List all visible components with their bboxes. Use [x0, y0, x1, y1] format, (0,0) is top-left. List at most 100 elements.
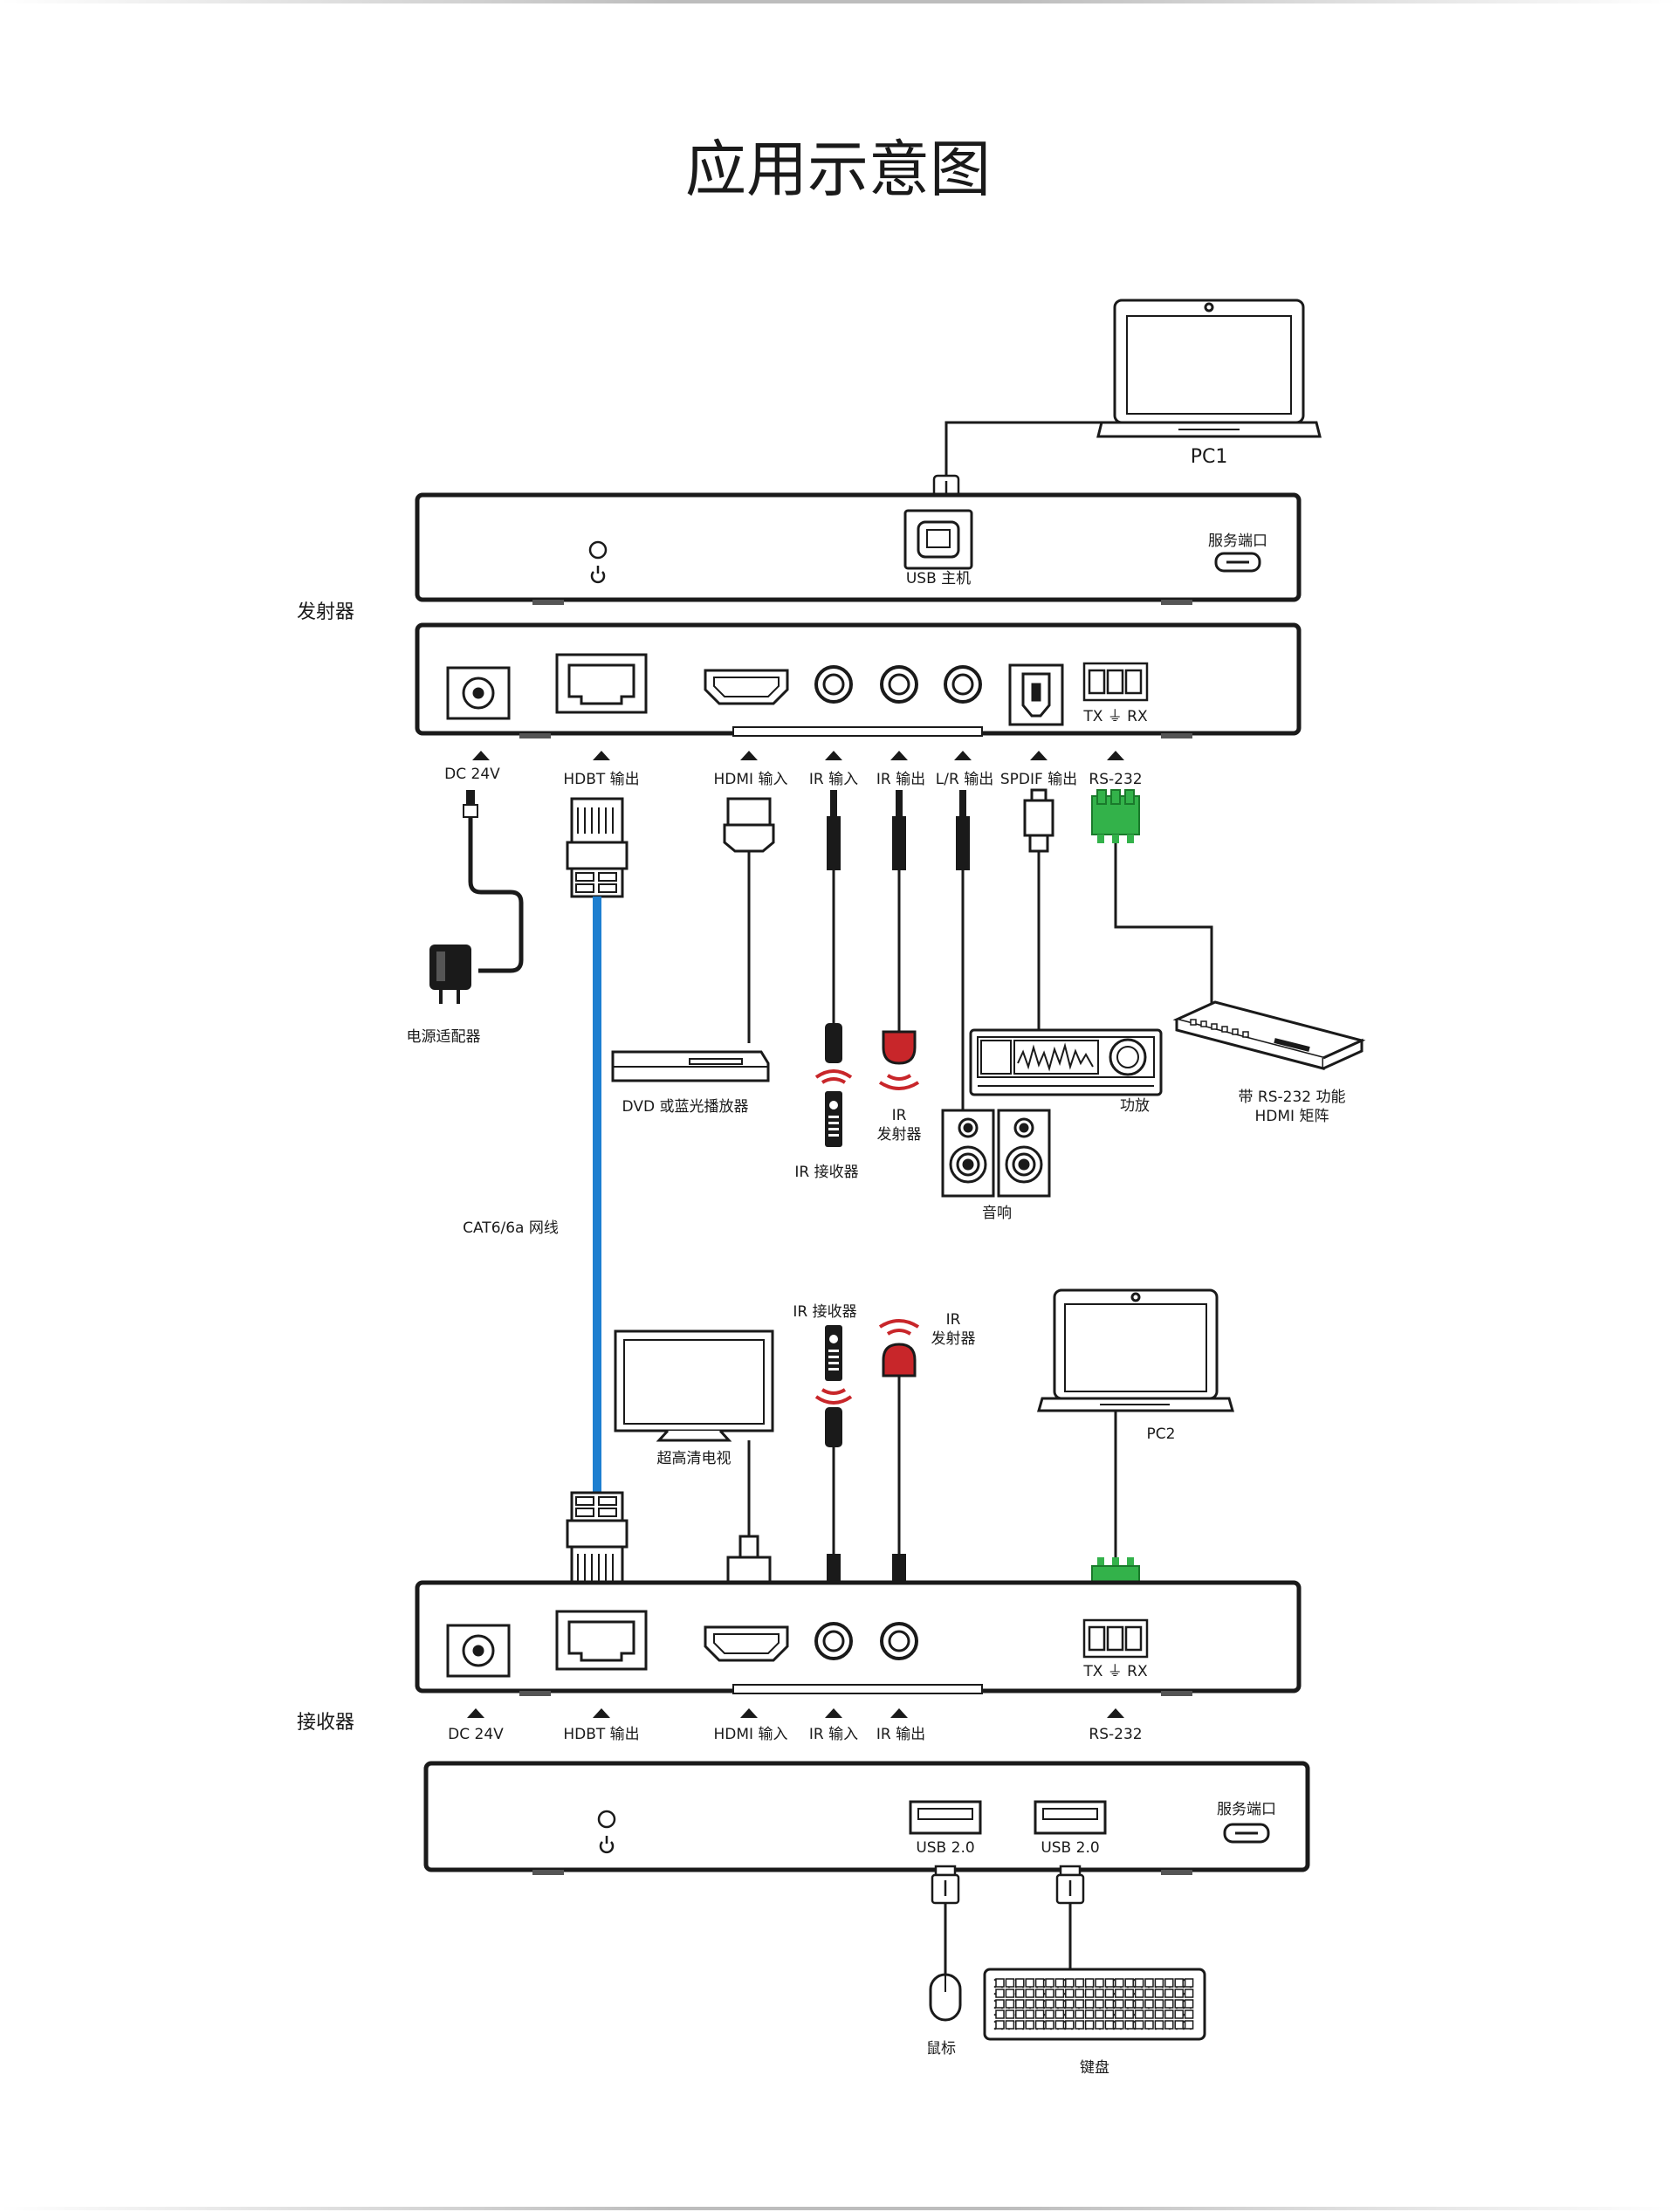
rx-ir-receiver-label: IR 接收器 [793, 1303, 856, 1321]
usb-a-port-1[interactable] [909, 1800, 982, 1835]
keyboard-key [1005, 1989, 1015, 1998]
transmitter-service-port-icon[interactable] [1214, 552, 1261, 573]
mouse-icon [929, 1973, 962, 2022]
keyboard-key [995, 1978, 1005, 1988]
bottom-divider [0, 2207, 1676, 2210]
usb-host-label: USB 主机 [906, 570, 971, 587]
pc2-laptop [1037, 1288, 1234, 1412]
matrix-label-1: 带 RS-232 功能 [1239, 1089, 1346, 1106]
transmitter-service-port-label: 服务端口 [1208, 532, 1267, 550]
keyboard-key [1045, 1989, 1054, 1998]
keyboard-key [1015, 1999, 1025, 2009]
rx-dc-jack[interactable] [446, 1624, 511, 1678]
keyboard-key [1084, 1999, 1095, 2009]
keyboard-key [1025, 1999, 1034, 2009]
tx-hdmi-plug [723, 797, 775, 853]
rx-rs232-terminal[interactable] [1082, 1618, 1149, 1659]
tx-rs232-terminal[interactable] [1082, 662, 1149, 702]
tx-ir-out-jack[interactable] [880, 665, 918, 704]
tx-dc-jack[interactable] [446, 666, 511, 720]
keyboard-key [1134, 2009, 1144, 2019]
tx-spdif-plug [1023, 788, 1054, 853]
keyboard-key [1015, 2009, 1025, 2019]
tx-port-label-hdbt: HDBT 输出 [563, 771, 639, 788]
tv-icon [614, 1329, 774, 1442]
keyboard-key [1015, 1978, 1025, 1988]
receiver-rear-panel [415, 1580, 1302, 1696]
keyboard-key [1144, 1999, 1154, 2009]
rx-ir-receiver-head [825, 1407, 842, 1447]
keyboard-key [995, 2020, 1005, 2030]
hdmi-matrix-icon [1172, 1000, 1366, 1070]
tx-rs232-pins-label: TX ⏚ RX [1082, 708, 1148, 725]
keyboard-key [1075, 2020, 1084, 2030]
power-button-icon[interactable] [588, 540, 608, 584]
keyboard-key [1144, 1978, 1154, 1988]
keyboard-key [1154, 1989, 1164, 1998]
tx-ir-emitter-signal-icon [878, 1074, 920, 1090]
keyboard-key [1034, 2020, 1045, 2030]
keyboard-key [1144, 2020, 1154, 2030]
keyboard-key [1054, 1989, 1065, 1998]
rx-ir-remote-icon [825, 1325, 842, 1381]
amplifier-label: 功放 [1120, 1097, 1150, 1115]
keyboard-key [995, 2009, 1005, 2019]
keyboard-key [1084, 2009, 1095, 2019]
keyboard-key [1075, 1999, 1084, 2009]
pc1-laptop [1096, 299, 1322, 438]
rx-hdmi-port[interactable] [704, 1625, 789, 1662]
power-adapter-label: 电源适配器 [407, 1028, 481, 1046]
rx-ir-out-jack[interactable] [880, 1622, 918, 1660]
keyboard-key [1104, 2020, 1115, 2030]
keyboard-usb-plug [1055, 1865, 1085, 1905]
page-title: 应用示意图 [685, 134, 991, 205]
transmitter-rear-panel [415, 622, 1302, 738]
tx-lr-out-jack[interactable] [944, 665, 982, 704]
keyboard-key [1124, 1978, 1134, 1988]
rx-ir-in-jack[interactable] [814, 1622, 853, 1660]
tx-ir-in-jack[interactable] [814, 665, 853, 704]
keyboard-key [1005, 1999, 1015, 2009]
keyboard-key [1045, 1978, 1054, 1988]
keyboard-key [1184, 2009, 1194, 2019]
tx-spdif-port[interactable] [1008, 663, 1064, 726]
keyboard-key [1005, 2009, 1015, 2019]
keyboard-key [1164, 1989, 1174, 1998]
pc1-usb-cable [944, 421, 1102, 476]
tx-hdmi-port[interactable] [704, 669, 789, 705]
tx-ir-emitter-label-2: 发射器 [877, 1126, 922, 1144]
tx-ir-remote-icon [825, 1091, 842, 1147]
tx-port-label-hdmi: HDMI 输入 [714, 771, 788, 788]
transmitter-front-panel [415, 492, 1302, 605]
usb-a-port-2[interactable] [1034, 1800, 1107, 1835]
keyboard-key [1104, 1989, 1115, 1998]
dvd-label: DVD 或蓝光播放器 [622, 1098, 749, 1116]
tx-rs232-cable [1114, 843, 1213, 1013]
rx-service-port-label: 服务端口 [1217, 1801, 1276, 1818]
keyboard-key [1065, 1999, 1075, 2009]
rx-power-button-icon[interactable] [597, 1810, 616, 1854]
keyboard-key [1034, 1989, 1045, 1998]
power-cable [468, 817, 524, 973]
tx-hdbt-rj45-port[interactable] [555, 653, 648, 714]
keyboard-key [1124, 2009, 1134, 2019]
keyboard-key [1034, 1999, 1045, 2009]
keyboard-key [1075, 1978, 1084, 1988]
keyboard-key [1124, 1999, 1134, 2009]
keyboard-key [1174, 1999, 1184, 2009]
usb-b-port[interactable] [903, 509, 973, 570]
keyboard-key [1124, 1989, 1134, 1998]
keyboard-key [1115, 1999, 1124, 2009]
matrix-label-2: HDMI 矩阵 [1255, 1108, 1329, 1125]
keyboard-key [1015, 2020, 1025, 2030]
rx-hdbt-rj45-port[interactable] [555, 1610, 648, 1671]
rx-ir-emitter-label-1: IR [946, 1311, 961, 1329]
keyboard-key [1065, 2009, 1075, 2019]
keyboard-key [1174, 1978, 1184, 1988]
rx-rs232-pins-label: TX ⏚ RX [1082, 1663, 1148, 1680]
keyboard-key [1164, 2009, 1174, 2019]
keyboard-label: 键盘 [1080, 2059, 1109, 2077]
tx-ir-receiver-head [825, 1023, 842, 1063]
dc-plug [463, 790, 478, 818]
rx-service-port-icon[interactable] [1223, 1823, 1270, 1844]
